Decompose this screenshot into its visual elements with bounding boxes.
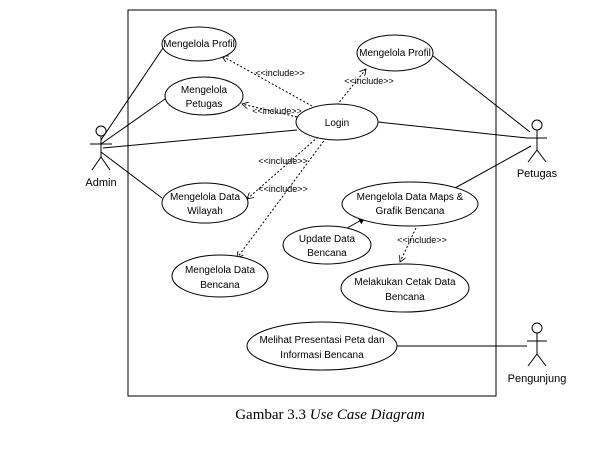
actor-petugas[interactable]: Petugas bbox=[517, 119, 558, 180]
use-case-mengelola-data-bencana[interactable]: Mengelola Data Bencana bbox=[171, 254, 269, 298]
include-labels: <<include>> <<include>> <<include>> <<in… bbox=[252, 68, 447, 245]
actor-label: Pengunjung bbox=[508, 373, 567, 385]
include-login-bencana bbox=[237, 137, 327, 258]
assoc-login-petugas bbox=[377, 121, 528, 139]
caption-title: Use Case Diagram bbox=[310, 407, 425, 423]
use-case-login[interactable]: Login bbox=[295, 103, 379, 141]
actor-pengunjung[interactable]: Pengunjung bbox=[508, 322, 567, 385]
use-case-update-data-bencana[interactable]: Update Data Bencana bbox=[282, 225, 372, 265]
use-case-label: Mengelola Profil bbox=[163, 39, 235, 50]
include-label-bencana: <<include>> bbox=[258, 184, 308, 194]
figure-caption: Gambar 3.3 Use Case Diagram bbox=[235, 407, 425, 423]
use-case-label: Login bbox=[325, 118, 349, 129]
stick-figure-icon bbox=[527, 119, 547, 163]
use-case-mengelola-data-wilayah[interactable]: Mengelola Data Wilayah bbox=[161, 182, 249, 224]
associations bbox=[100, 47, 532, 347]
actor-label: Petugas bbox=[517, 168, 558, 180]
include-label-cetak: <<include>> bbox=[397, 235, 447, 245]
use-case-mengelola-profil-petugas[interactable]: Mengelola Profil bbox=[356, 34, 434, 72]
stick-figure-icon bbox=[90, 125, 112, 171]
use-case-label: Mengelola Data bbox=[170, 192, 240, 203]
use-case-label: Melakukan Cetak Data bbox=[354, 277, 456, 288]
use-case-melakukan-cetak[interactable]: Melakukan Cetak Data Bencana bbox=[340, 263, 470, 313]
assoc-admin-login bbox=[102, 129, 298, 149]
include-label-wilayah: <<include>> bbox=[258, 156, 308, 166]
stick-figure-icon bbox=[527, 322, 547, 367]
use-case-label: Petugas bbox=[186, 99, 223, 110]
use-case-melihat-presentasi[interactable]: Melihat Presentasi Peta dan Informasi Be… bbox=[246, 321, 398, 371]
use-case-label: Informasi Bencana bbox=[280, 350, 364, 361]
assoc-profil-petugas bbox=[432, 55, 531, 133]
use-case-mengelola-petugas[interactable]: Mengelola Petugas bbox=[164, 76, 244, 116]
actor-label: Admin bbox=[85, 177, 116, 189]
assoc-admin-petugas bbox=[100, 98, 166, 145]
actor-admin[interactable]: Admin bbox=[85, 125, 117, 189]
use-case-label: Mengelola Data Maps & bbox=[357, 192, 464, 203]
include-login-profil-admin bbox=[222, 55, 313, 107]
include-label-profil-admin: <<include>> bbox=[255, 68, 305, 78]
use-case-label: Bencana bbox=[385, 292, 425, 303]
assoc-admin-profil bbox=[100, 47, 164, 141]
include-label-petugas: <<include>> bbox=[252, 106, 302, 116]
use-case-label: Mengelola Profil bbox=[359, 48, 431, 59]
include-login-profil-petugas bbox=[336, 69, 366, 106]
include-dependencies bbox=[222, 55, 417, 262]
use-case-label: Bencana bbox=[200, 280, 240, 291]
use-case-label: Melihat Presentasi Peta dan bbox=[259, 335, 384, 346]
use-case-mengelola-profil-admin[interactable]: Mengelola Profil bbox=[161, 26, 237, 62]
use-case-label: Wilayah bbox=[187, 206, 223, 217]
use-case-mengelola-data-maps[interactable]: Mengelola Data Maps & Grafik Bencana bbox=[341, 181, 479, 227]
use-case-label: Bencana bbox=[307, 248, 347, 259]
use-case-label: Mengelola bbox=[181, 85, 228, 96]
caption-prefix: Gambar 3.3 bbox=[235, 407, 310, 423]
assoc-maps-petugas bbox=[454, 145, 532, 189]
use-case-label: Grafik Bencana bbox=[376, 206, 445, 217]
use-case-label: Update Data bbox=[299, 234, 356, 245]
include-maps-cetak bbox=[400, 227, 417, 262]
assoc-admin-wilayah bbox=[100, 151, 163, 199]
include-label-profil-petugas: <<include>> bbox=[344, 76, 394, 86]
use-case-label: Mengelola Data bbox=[185, 265, 255, 276]
system-boundary bbox=[127, 9, 497, 397]
include-login-petugas bbox=[242, 104, 298, 118]
